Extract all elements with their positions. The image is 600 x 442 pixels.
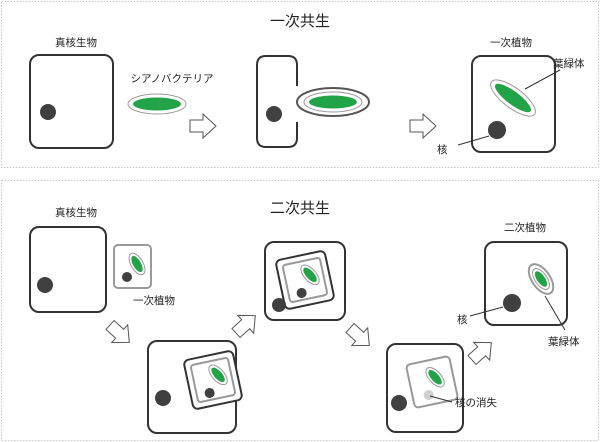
chloroplast-label: 葉緑体 bbox=[553, 57, 585, 70]
eukaryote-label: 真核生物 bbox=[55, 206, 97, 219]
engulfing-cell bbox=[147, 340, 243, 434]
secondary-plant-title: 二次植物 bbox=[504, 221, 546, 234]
nucleus bbox=[37, 277, 53, 293]
eukaryote-cell bbox=[29, 226, 107, 313]
chloroplast bbox=[303, 267, 317, 283]
secondary-title: 二次共生 bbox=[270, 199, 330, 217]
nucleus-label: 核 bbox=[457, 313, 468, 326]
chloroplast bbox=[131, 255, 143, 273]
chloroplast bbox=[428, 370, 442, 385]
faded-nucleus bbox=[423, 389, 434, 400]
secondary-plant-cell bbox=[484, 241, 568, 326]
leader-line bbox=[544, 295, 566, 331]
leader-line bbox=[457, 135, 490, 146]
primary-plant-cell bbox=[471, 55, 556, 153]
small-primary-plant bbox=[113, 244, 152, 289]
nucleus bbox=[266, 106, 282, 122]
cyanobacterium bbox=[127, 93, 187, 115]
cyanobacteria-label: シアノバクテリア bbox=[130, 73, 213, 85]
nucleus bbox=[296, 287, 307, 298]
nucleus bbox=[122, 272, 132, 282]
nucleus bbox=[204, 387, 215, 398]
eukaryote-label: 真核生物 bbox=[55, 36, 97, 49]
internalized-cell bbox=[264, 241, 346, 321]
chloroplast-label: 葉緑体 bbox=[548, 335, 580, 348]
chloroplast bbox=[494, 83, 532, 113]
host-nucleus bbox=[272, 298, 286, 312]
nucleus bbox=[503, 294, 521, 312]
nucleus bbox=[155, 390, 171, 406]
primary-plant-label: 一次植物 bbox=[133, 294, 175, 307]
chloroplast bbox=[309, 95, 357, 109]
leader-line bbox=[469, 306, 504, 317]
nucleus bbox=[488, 121, 506, 139]
chloroplast bbox=[211, 367, 225, 383]
chloroplast bbox=[534, 271, 548, 287]
engulfing-cell bbox=[256, 55, 370, 148]
nucleus bbox=[40, 104, 56, 120]
eukaryote-cell bbox=[29, 54, 114, 149]
leader-line bbox=[524, 69, 561, 90]
nucleus-loss-cell bbox=[386, 343, 464, 433]
leader-line bbox=[429, 395, 453, 403]
nucleus-loss-label: 核の消失 bbox=[455, 396, 497, 409]
primary-title: 一次共生 bbox=[270, 12, 330, 30]
nucleus-label: 核 bbox=[437, 143, 448, 156]
nucleus bbox=[391, 395, 407, 411]
primary-plant-title: 一次植物 bbox=[490, 36, 532, 49]
